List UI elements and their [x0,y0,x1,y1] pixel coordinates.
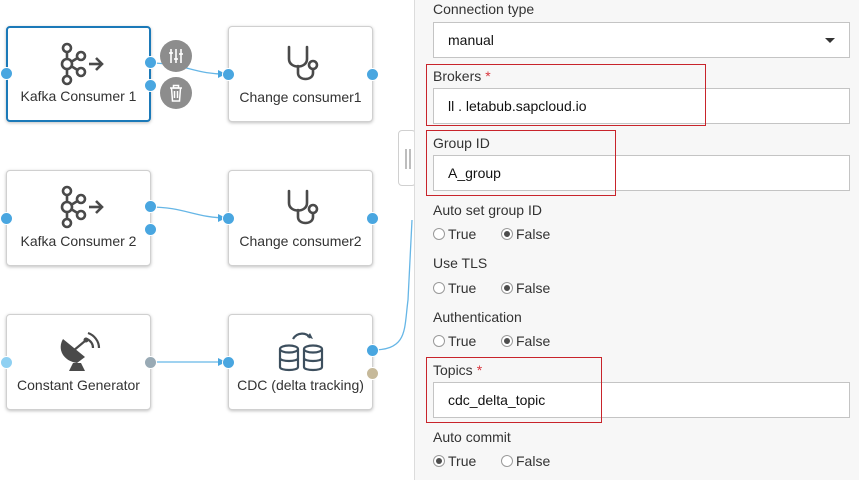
settings-sliders-icon [169,49,183,63]
stethoscope-icon [287,189,318,225]
kafka-icon [60,42,104,86]
pipeline-canvas[interactable]: Kafka Consumer 1 Chan [0,0,414,480]
output-port[interactable] [144,56,157,69]
output-port[interactable] [366,367,379,380]
stethoscope-icon [287,45,318,81]
database-sync-icon [278,332,323,372]
brokers-input[interactable]: ll . letabub.sapcloud.io [433,88,850,124]
highlight-topics [426,357,602,423]
node-constant-generator[interactable]: Constant Generator [6,314,151,410]
topics-input[interactable]: cdc_delta_topic [433,382,850,418]
output-port[interactable] [144,356,157,369]
output-port[interactable] [144,223,157,236]
authentication-true-radio[interactable]: True [433,333,476,349]
input-port[interactable] [0,356,13,369]
use-tls-true-radio[interactable]: True [433,280,476,296]
connection-type-value: manual [448,32,494,48]
highlight-group-id [426,130,616,196]
node-cdc-delta-tracking[interactable]: CDC (delta tracking) [228,314,373,410]
wire-cdc-offscreen [371,219,413,351]
chevron-down-icon [825,38,835,43]
topics-label: Topics* [433,362,483,378]
input-port[interactable] [0,212,13,225]
auto-set-group-id-false-radio[interactable]: False [501,226,550,242]
node-label: Change consumer1 [239,89,362,105]
input-port[interactable] [222,68,235,81]
output-port[interactable] [144,79,157,92]
auto-commit-true-radio[interactable]: True [433,453,476,469]
input-port[interactable] [0,67,13,80]
auto-commit-label: Auto commit [433,429,511,445]
authentication-false-radio[interactable]: False [501,333,550,349]
properties-panel: Connection type manual Brokers* ll . let… [414,0,859,480]
node-label: Kafka Consumer 2 [20,233,137,249]
trash-icon [170,84,182,102]
kafka-icon [60,185,104,229]
auto-set-group-id-label: Auto set group ID [433,202,542,218]
highlight-brokers [426,64,706,126]
node-change-consumer-1[interactable]: Change consumer1 [228,26,373,122]
node-label: Kafka Consumer 1 [20,88,137,104]
output-port[interactable] [366,212,379,225]
brokers-label: Brokers* [433,68,491,84]
node-change-consumer-2[interactable]: Change consumer2 [228,170,373,266]
connection-type-select[interactable]: manual [433,22,850,58]
satellite-dish-icon [60,331,100,371]
node-label: Constant Generator [17,377,140,393]
node-delete-button[interactable] [160,77,192,109]
group-id-label: Group ID [433,135,490,151]
node-kafka-consumer-1[interactable]: Kafka Consumer 1 [6,26,151,122]
node-settings-button[interactable] [160,40,192,72]
auto-set-group-id-true-radio[interactable]: True [433,226,476,242]
node-label: Change consumer2 [239,233,362,249]
connection-type-label: Connection type [433,1,535,17]
node-kafka-consumer-2[interactable]: Kafka Consumer 2 [6,170,151,266]
use-tls-false-radio[interactable]: False [501,280,550,296]
use-tls-label: Use TLS [433,255,488,271]
group-id-input[interactable]: A_group [433,155,850,191]
input-port[interactable] [222,212,235,225]
output-port[interactable] [366,344,379,357]
wire-kafka2-change2 [149,206,229,219]
node-label: CDC (delta tracking) [237,377,364,393]
input-port[interactable] [222,356,235,369]
output-port[interactable] [144,200,157,213]
output-port[interactable] [366,68,379,81]
auto-commit-false-radio[interactable]: False [501,453,550,469]
authentication-label: Authentication [433,309,522,325]
